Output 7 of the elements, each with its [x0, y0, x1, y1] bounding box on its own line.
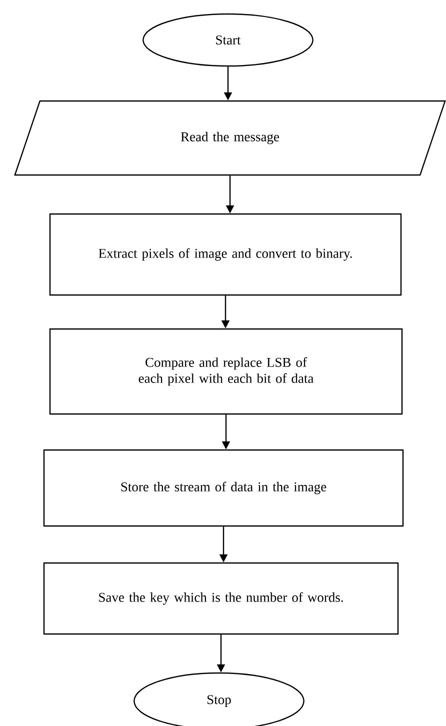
process-box: Store the stream of data in the image	[43, 449, 404, 527]
stop-terminal: Stop	[134, 672, 304, 726]
process-box: Save the key which is the number of words.	[43, 562, 399, 635]
process-box: Extract pixels of image and convert to binary.	[49, 213, 402, 296]
start-terminal: Start	[142, 13, 314, 67]
process-box: Compare and replace LSB of each pixel with each bit of data	[49, 328, 403, 415]
input-parallelogram: Read the message	[14, 100, 446, 176]
